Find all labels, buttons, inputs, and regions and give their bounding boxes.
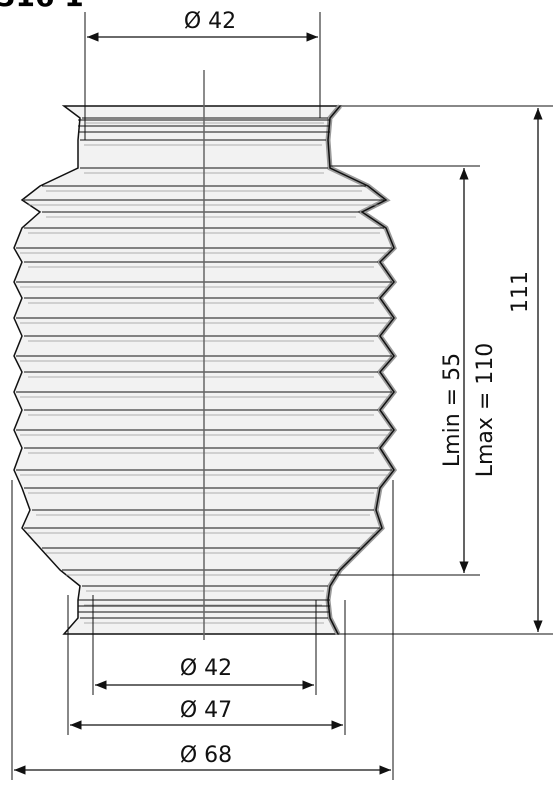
bellows-right-edge: [327, 105, 395, 635]
extension-lines: [11, 12, 553, 780]
dimension-lines: [14, 32, 543, 775]
label-overall-length: 111: [508, 271, 533, 313]
label-lmax: Lmax = 110: [473, 343, 498, 478]
label-lmin: Lmin = 55: [440, 353, 465, 467]
label-top-diameter: Ø 42: [184, 9, 236, 34]
label-max-outer-diameter: Ø 68: [180, 743, 232, 768]
label-bottom-inner-diameter: Ø 42: [180, 656, 232, 681]
title-fragment: 516 1: [0, 0, 84, 13]
label-flange-diameter: Ø 47: [180, 698, 232, 723]
